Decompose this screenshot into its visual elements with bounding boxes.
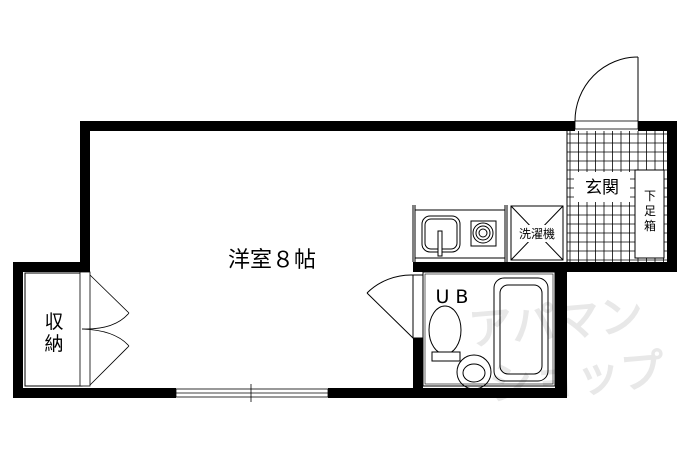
shoe-box-label-1: 下 <box>644 189 656 203</box>
shoe-box-label-3: 箱 <box>644 218 656 233</box>
kitchen-counter <box>412 205 508 262</box>
washbasin-icon <box>456 354 492 390</box>
shoe-box-label-2: 足 <box>644 204 656 218</box>
entrance-label: 玄関 <box>585 178 619 198</box>
walls <box>13 121 677 398</box>
bath-door[interactable] <box>366 274 424 339</box>
sink-icon <box>421 215 461 257</box>
stove-icon <box>470 220 497 247</box>
svg-text:ショップ: ショップ <box>487 345 667 411</box>
closet-label-2: 納 <box>44 333 63 355</box>
bath-label: UB <box>436 286 475 308</box>
shoe-box <box>634 169 665 259</box>
toilet-icon <box>428 305 462 362</box>
closet-doors[interactable] <box>81 274 130 386</box>
window <box>175 384 329 402</box>
entry-door[interactable] <box>574 56 639 122</box>
closet-label-1: 収 <box>44 311 63 333</box>
main-room-label: 洋室８帖 <box>228 248 316 273</box>
bathtub-icon <box>493 277 549 382</box>
washer-label: 洗濯機 <box>519 226 555 241</box>
